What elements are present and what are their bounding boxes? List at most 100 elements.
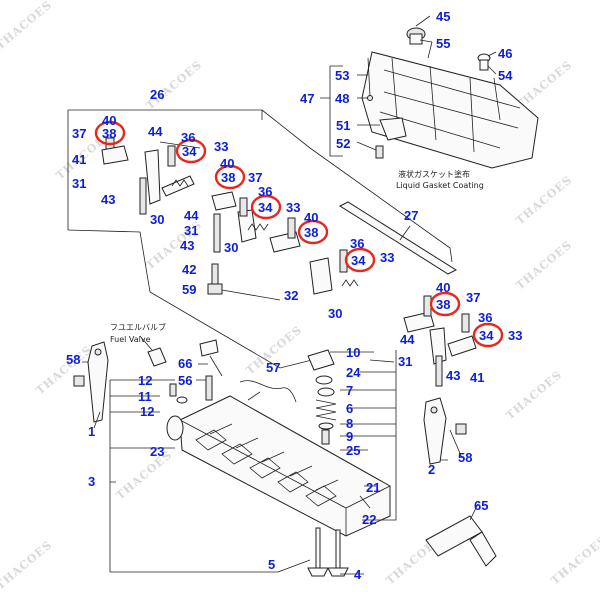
callout-47: 47 [300,91,314,106]
callout-59: 59 [182,282,196,297]
callout-34: 34 [479,328,494,343]
spring [247,223,269,231]
callout-34: 34 [351,253,366,268]
sensor [199,339,219,357]
gasket-note-jp: 液状ガスケット塗布 [398,169,470,179]
rocker-support [144,149,161,205]
callout-66: 66 [178,356,192,371]
callout-54: 54 [498,68,513,83]
valve-stem [315,527,321,569]
support-bolt [213,213,221,253]
valve-spring-stack [307,349,337,445]
adjusting-screw [461,313,470,333]
callout-36: 36 [478,310,492,325]
callout-12: 12 [140,404,154,419]
callout-45: 45 [436,9,450,24]
callout-37: 37 [248,170,262,185]
watermark-text: THACOES [504,368,565,422]
watermark-text: THACOES [114,448,175,502]
callout-31: 31 [184,223,198,238]
callout-55: 55 [436,36,450,51]
callout-44: 44 [400,332,415,347]
callout-7: 7 [346,383,353,398]
callout-21: 21 [366,480,380,495]
watermark-text: THACOES [514,238,575,292]
rocker-assembly-group [67,109,477,387]
callout-22: 22 [362,512,376,527]
callout-31: 31 [72,176,86,191]
spring [341,279,359,287]
callout-11: 11 [138,389,152,404]
watermark-text: THACOES [514,173,575,227]
cover-bracket [379,117,407,141]
callout-48: 48 [335,91,349,106]
harness [239,380,297,403]
callout-1: 1 [88,424,95,439]
callout-30: 30 [224,240,238,255]
cylinder-head [166,395,391,537]
callout-44: 44 [148,124,163,139]
adjusting-screw [287,217,296,239]
callout-56: 56 [178,373,192,388]
callout-65: 65 [474,498,488,513]
highlight-ring-34 [344,247,376,273]
spring [171,179,189,187]
liquid-gasket-tube [425,515,483,557]
adjusting-screw [423,295,432,317]
callout-30: 30 [328,306,342,321]
callout-53: 53 [335,68,349,83]
callout-10: 10 [346,345,360,360]
callout-41: 41 [72,152,86,167]
highlight-rings [94,120,504,348]
callout-43: 43 [180,238,194,253]
adjusting-screw [239,197,248,217]
callout-40: 40 [220,156,234,171]
callout-23: 23 [150,444,164,459]
valve-stem [335,529,341,569]
gasket-note: Liquid Gasket Coating [396,181,484,190]
highlight-ring-38 [214,164,246,190]
callout-30: 30 [150,212,164,227]
callout-25: 25 [346,443,360,458]
callout-6: 6 [346,401,353,416]
callout-labels: 45 55 46 54 53 47 48 51 52 26 40 38 37 4… [66,9,522,582]
callout-40: 40 [304,210,318,225]
valve-head [307,567,329,577]
callout-31: 31 [398,354,412,369]
callout-44: 44 [184,208,199,223]
callout-26: 26 [150,87,164,102]
callout-34: 34 [258,200,273,215]
callout-37: 37 [466,290,480,305]
callout-37: 37 [72,126,86,141]
adjusting-screw [167,145,176,167]
rocker-arm [101,145,129,165]
callout-43: 43 [446,368,460,383]
leader-lines [82,350,479,575]
callout-40: 40 [436,280,450,295]
bracket-bolt [73,375,85,387]
callout-33: 33 [214,139,228,154]
rocker-arm [447,335,477,357]
callout-36: 36 [258,184,272,199]
callout-2: 2 [428,462,435,477]
cover-bolt [375,145,384,159]
fuel-valve [147,347,167,367]
callout-42: 42 [182,262,196,277]
support-bolt [435,355,443,387]
fuel-valve-note-jp: フユエルバルブ [110,322,166,332]
callout-43: 43 [101,192,115,207]
rocker-arm [403,311,435,333]
highlight-ring-34 [472,322,504,348]
support-bolt [139,177,147,215]
callout-51: 51 [336,118,350,133]
callout-36: 36 [181,130,195,145]
rocker-shaft [338,201,458,275]
callout-27: 27 [404,208,418,223]
callout-57: 57 [266,360,280,375]
highlight-ring-38 [297,219,329,245]
rocker-support [309,257,333,295]
valve-head [327,567,349,577]
callout-3: 3 [88,474,95,489]
